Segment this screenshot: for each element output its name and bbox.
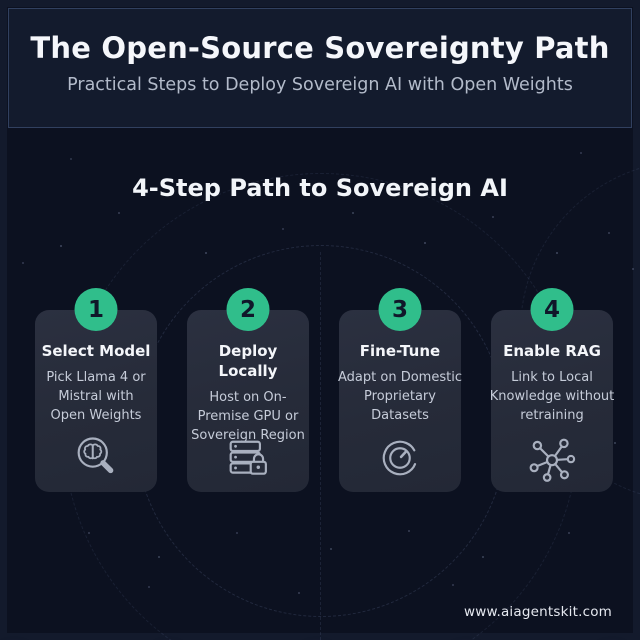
step-description: Link to Local Knowledge without retraini… <box>489 370 615 423</box>
dial-icon <box>374 432 426 484</box>
step-number-badge: 3 <box>378 288 422 331</box>
step-number: 1 <box>87 296 104 323</box>
step-number: 2 <box>239 296 256 323</box>
step-card-fine-tune: 3 Fine-Tune Adapt on Domestic Proprietar… <box>338 288 462 492</box>
main-subtitle: Practical Steps to Deploy Sovereign AI w… <box>67 75 573 95</box>
step-number-badge: 2 <box>226 288 270 331</box>
steps-band: 1 Select Model Pick Llama 4 or Mistral w… <box>0 288 640 492</box>
star-dots-decoration <box>0 0 2 2</box>
step-description: Host on On- Premise GPU or Sovereign Reg… <box>191 390 305 443</box>
header-panel: The Open-Source Sovereignty Path Practic… <box>8 8 632 128</box>
server-lock-icon <box>222 432 274 484</box>
network-icon <box>526 432 578 484</box>
step-number: 3 <box>391 296 408 323</box>
step-number-badge: 4 <box>530 288 574 331</box>
step-number-badge: 1 <box>74 288 118 331</box>
brain-search-icon <box>70 432 122 484</box>
step-card-select-model: 1 Select Model Pick Llama 4 or Mistral w… <box>35 288 157 492</box>
step-title: Fine-Tune <box>359 342 441 360</box>
section-title: 4-Step Path to Sovereign AI <box>132 174 508 202</box>
step-title: Deploy Locally <box>218 342 278 380</box>
footer-url: www.aiagentskit.com <box>463 604 612 620</box>
step-title: Enable RAG <box>503 342 601 360</box>
step-card-enable-rag: 4 Enable RAG Link to Local Knowledge wit… <box>490 288 614 492</box>
dotted-line-decoration <box>320 252 321 640</box>
step-description: Pick Llama 4 or Mistral with Open Weight… <box>46 370 146 423</box>
step-card-deploy-locally: 2 Deploy Locally Host on On- Premise GPU… <box>187 288 309 492</box>
step-title: Select Model <box>41 342 151 360</box>
step-number: 4 <box>543 296 560 323</box>
main-title: The Open-Source Sovereignty Path <box>30 31 610 65</box>
step-description: Adapt on Domestic Proprietary Datasets <box>338 370 462 423</box>
